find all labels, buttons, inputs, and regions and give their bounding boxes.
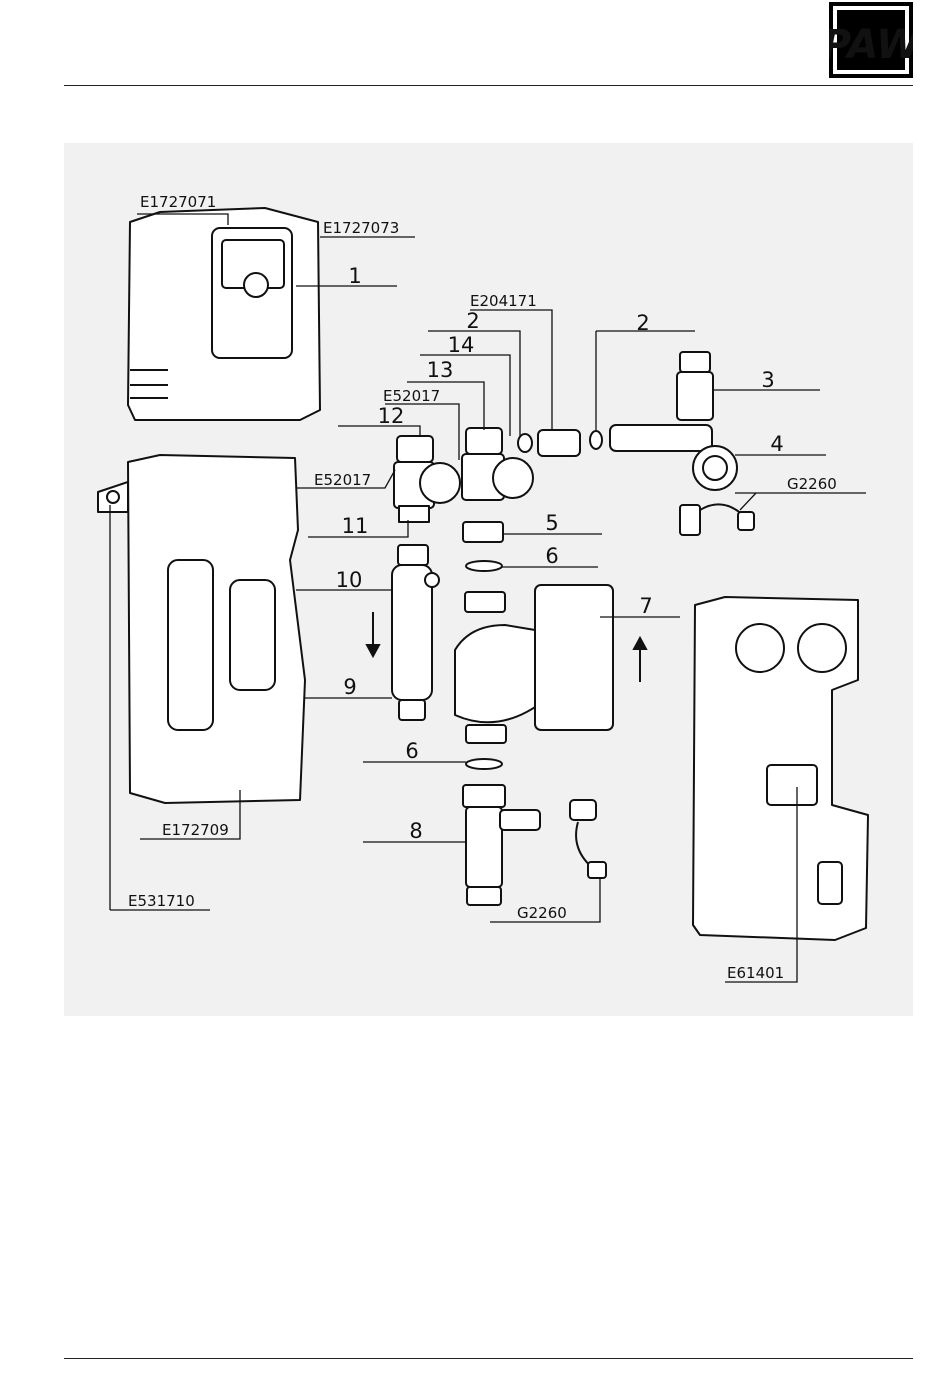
circulation-pump <box>455 585 613 743</box>
part-code-e61401: E61401 <box>727 964 784 982</box>
callout-6b: 6 <box>405 739 418 763</box>
callout-2b: 2 <box>636 311 649 335</box>
drain-cap-upper <box>680 504 754 535</box>
o-ring-lower <box>466 759 502 769</box>
callout-1: 1 <box>348 264 361 288</box>
callout-4: 4 <box>770 432 783 456</box>
part-code-e52017-lower: E52017 <box>314 471 371 489</box>
part-code-e172709: E172709 <box>162 821 229 839</box>
insulation-shell-front <box>693 597 868 940</box>
part-code-g2260-lower: G2260 <box>517 904 567 922</box>
callout-2a: 2 <box>466 309 479 333</box>
callout-6a: 6 <box>545 544 558 568</box>
front-cover <box>128 208 320 420</box>
drain-cap-lower <box>570 800 606 878</box>
ball-valve-lower <box>463 785 540 905</box>
safety-valve <box>677 352 713 420</box>
callout-9: 9 <box>343 675 356 699</box>
pressure-gauge <box>693 446 737 490</box>
part-code-e1727073: E1727073 <box>323 219 399 237</box>
callout-7: 7 <box>639 594 652 618</box>
callout-14: 14 <box>448 333 475 357</box>
callout-13: 13 <box>427 358 454 382</box>
part-code-e1727071: E1727071 <box>140 193 216 211</box>
o-ring-upper <box>466 561 502 571</box>
part-code-e531710: E531710 <box>128 892 195 910</box>
callout-8: 8 <box>409 819 422 843</box>
callout-10: 10 <box>336 568 363 592</box>
check-valve-tube <box>392 545 439 720</box>
part-code-e52017-upper: E52017 <box>383 387 440 405</box>
insulation-shell-back <box>98 455 305 803</box>
part-code-g2260-upper: G2260 <box>787 475 837 493</box>
callout-12: 12 <box>378 404 405 428</box>
fitting-chain <box>518 425 712 456</box>
union-nut <box>463 522 503 542</box>
part-code-e204171: E204171 <box>470 292 537 310</box>
callout-11: 11 <box>342 514 369 538</box>
callout-5: 5 <box>545 511 558 535</box>
valve-assembly-left <box>394 436 460 522</box>
callout-3: 3 <box>761 368 774 392</box>
